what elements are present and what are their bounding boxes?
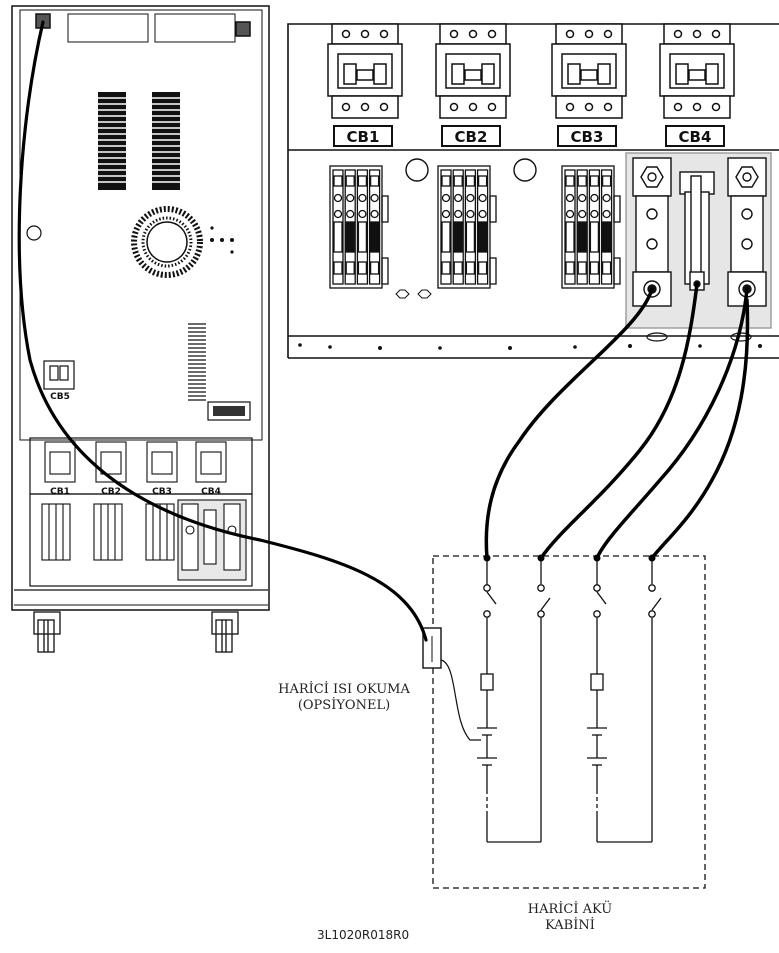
breaker-cb1 (327, 23, 403, 147)
caster-wheels (33, 611, 239, 653)
cabinet-label: HARİCİ AKÜ KABİNİ (510, 902, 630, 934)
small-vent (188, 323, 206, 401)
power-cables (17, 20, 750, 642)
cable-1 (484, 287, 654, 560)
label-cb4: CB4 (679, 128, 712, 146)
sensor-cable (17, 20, 428, 642)
breaker-cb3 (551, 23, 627, 147)
lower-fuse-block (177, 499, 247, 581)
terminal-block-1 (329, 165, 389, 289)
battery-cabinet (422, 555, 706, 889)
cable-3 (595, 287, 749, 560)
lower-breakers (44, 441, 227, 483)
terminal-blocks (329, 165, 621, 289)
fan-icon (131, 206, 203, 278)
cabinet-label-line1: HARİCİ AKÜ (527, 902, 613, 917)
lower-terminal-blocks (41, 503, 175, 561)
cabinet-label-line2: KABİNİ (545, 918, 595, 933)
ventilation-grille (98, 92, 180, 190)
label-cb3: CB3 (571, 128, 604, 146)
sensor-lead (440, 659, 481, 741)
ups-cabinet (11, 5, 270, 653)
label-cb1: CB1 (347, 128, 380, 146)
drawing-code: 3L1020R018R0 (317, 928, 410, 942)
sensor-label-line1: HARİCİ ISI OKUMA (278, 682, 410, 697)
cable-2 (539, 282, 699, 560)
label-cb_small: CB5 (50, 392, 70, 402)
breaker-cb2 (435, 23, 511, 147)
breaker-cb5 (43, 360, 75, 390)
label-cb3_small: CB3 (152, 487, 172, 497)
sensor-label: HARİCİ ISI OKUMA (OPSİYONEL) (264, 682, 424, 714)
label-cb2: CB2 (455, 128, 488, 146)
large-breakers (327, 23, 735, 147)
sensor-label-line2: (OPSİYONEL) (297, 698, 391, 713)
label-cb2_small: CB2 (101, 487, 121, 497)
cable-4 (650, 298, 750, 560)
label-cb4_small: CB4 (201, 487, 221, 497)
terminal-block-2 (437, 165, 497, 289)
terminal-block-3 (561, 165, 621, 289)
breaker-cb4 (659, 23, 735, 147)
label-cb1_small: CB1 (50, 487, 70, 497)
